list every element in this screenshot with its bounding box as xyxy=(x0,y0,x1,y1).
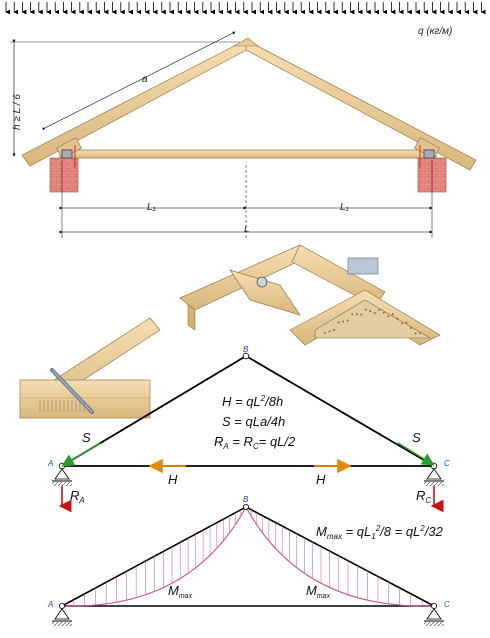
distributed-load-arrows xyxy=(5,2,486,15)
dim-a-label: a xyxy=(142,74,148,85)
force-diagram: B A C S S H H RA RC H = qL2/8h S = qLa xyxy=(47,345,450,513)
dim-l1-left-label: L₁ xyxy=(147,202,156,213)
tie-beam xyxy=(59,149,437,159)
roof-truss-illustration: a h ≥ L / 6 L₁ L₁ L xyxy=(10,31,477,238)
formula-r: RA = RC= qL/2 xyxy=(214,434,296,451)
node-b xyxy=(242,352,250,360)
dim-l1-right-label: L₁ xyxy=(340,202,349,213)
h-left-label: H xyxy=(168,472,178,487)
dim-l-label: L xyxy=(244,224,250,235)
formula-s: S = qLa/4h xyxy=(222,414,285,429)
moment-left-label: Mmax xyxy=(168,583,193,600)
node-c xyxy=(430,462,438,470)
load-label: q (кг/м) xyxy=(418,26,452,37)
point-b-label: B xyxy=(243,345,249,354)
s-right-arrow xyxy=(397,442,435,466)
ridge-metal-plate xyxy=(347,257,379,275)
moment-formula: Mmax = qL12/8 = qL2/32 xyxy=(316,524,444,541)
formula-h: H = qL2/8h xyxy=(222,394,283,409)
support-c xyxy=(424,468,444,486)
left-brick-wall xyxy=(49,157,79,193)
s-left-arrow xyxy=(61,442,101,467)
moment-point-b: B xyxy=(243,495,249,504)
ra-label: RA xyxy=(70,488,85,505)
rc-label: RC xyxy=(416,488,431,505)
node-a xyxy=(58,462,66,470)
gusset-plate xyxy=(314,299,432,339)
dim-h-label: h ≥ L / 6 xyxy=(12,94,23,130)
moment-support-c xyxy=(424,608,444,626)
left-rafter xyxy=(21,39,251,167)
s-right-label: S xyxy=(412,430,421,445)
point-c-label: C xyxy=(444,459,450,468)
connection-details-illustration xyxy=(19,244,441,419)
right-rafter xyxy=(245,39,477,171)
moment-diagram: B A C Mmax = qL12/8 = qL2/32 Mmax Mmax xyxy=(47,495,450,626)
moment-point-a: A xyxy=(47,600,53,609)
moment-point-c: C xyxy=(444,600,450,609)
h-right-label: H xyxy=(316,472,326,487)
point-a-label: A xyxy=(47,459,53,468)
moment-right-label: Mmax xyxy=(306,583,331,600)
s-left-label: S xyxy=(82,430,91,445)
moment-support-a xyxy=(52,608,72,626)
support-a xyxy=(52,468,72,486)
bolt-icon xyxy=(256,276,268,288)
